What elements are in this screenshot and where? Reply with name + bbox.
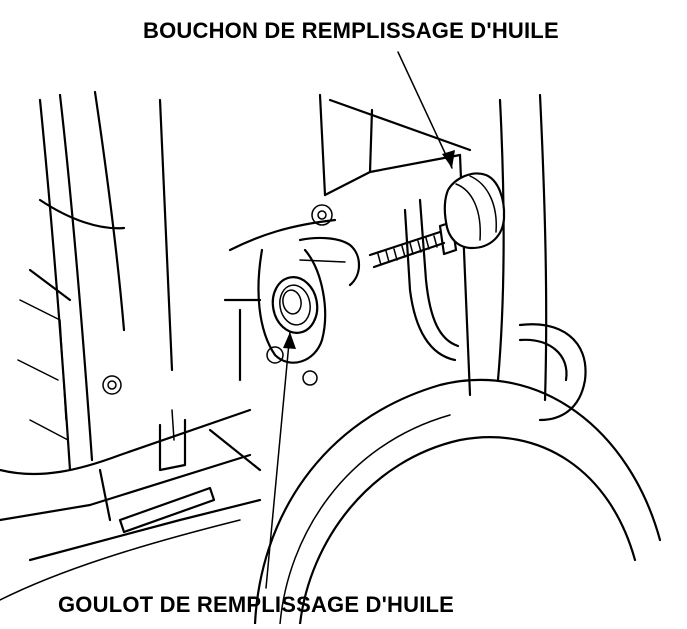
engine-panel [223, 93, 548, 402]
dipstick-thread [368, 230, 446, 269]
oil-filler-cap-label: BOUCHON DE REMPLISSAGE D'HUILE [143, 18, 559, 43]
oil-filler-neck-label: GOULOT DE REMPLISSAGE D'HUILE [58, 592, 455, 617]
oil-filler-neck [257, 236, 361, 386]
leader-line-cap [397, 51, 455, 169]
leader-line-neck [265, 331, 296, 589]
oil-filler-cap [368, 172, 506, 269]
wheel [253, 323, 662, 626]
engine-housing [0, 90, 262, 601]
